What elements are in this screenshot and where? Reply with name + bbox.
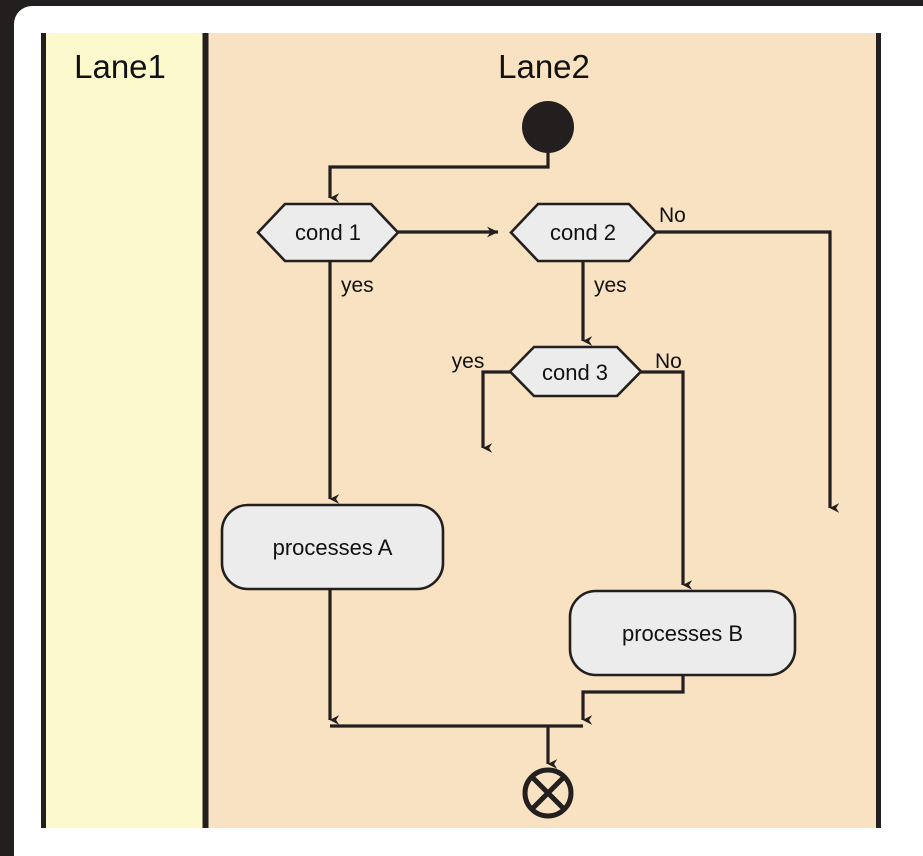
- cond1-shape: [256, 202, 400, 263]
- flow-final-cross-2: [530, 775, 566, 811]
- cond1-label: cond 1: [295, 220, 361, 245]
- decision-cond2[interactable]: cond 2: [509, 202, 658, 263]
- cond3-shape: [508, 345, 643, 398]
- lane1-title: Lane1: [74, 48, 166, 85]
- edge-processB-to-merge[interactable]: [581, 675, 685, 725]
- lane2-title: Lane2: [498, 48, 590, 85]
- edge-label-cond2-yes: yes: [594, 274, 627, 297]
- edge-label-cond1-yes: yes: [341, 274, 374, 297]
- cond2-shape: [509, 202, 658, 263]
- edge-label-cond3-no: No: [655, 350, 682, 373]
- processes-b-label: processes B: [622, 621, 743, 646]
- cond2-label: cond 2: [550, 220, 616, 245]
- action-processes-b[interactable]: processes B: [568, 589, 797, 677]
- edge-label-cond3-yes: yes: [452, 350, 485, 373]
- edge-cond3-yes[interactable]: [481, 370, 510, 453]
- initial-node[interactable]: [522, 101, 574, 153]
- processes-b-shape: [568, 589, 797, 677]
- edge-label-cond2-no: No: [659, 204, 686, 227]
- edges-group: [328, 153, 840, 769]
- edge-initial-to-cond1[interactable]: [328, 153, 550, 203]
- edge-labels-group: yes yes No yes No: [341, 204, 686, 373]
- decision-cond1[interactable]: cond 1: [256, 202, 400, 263]
- processes-a-shape: [220, 503, 445, 591]
- processes-a-label: processes A: [273, 535, 393, 560]
- flow-final-node[interactable]: [522, 767, 574, 819]
- lane-lane1[interactable]: Lane1: [41, 33, 208, 828]
- edge-cond2-no[interactable]: [656, 230, 840, 513]
- cond3-label: cond 3: [542, 360, 608, 385]
- lane1-background: [41, 33, 208, 828]
- nodes-group: cond 1 cond 2 cond 3 processes A process…: [220, 101, 797, 819]
- decision-cond3[interactable]: cond 3: [508, 345, 643, 398]
- edge-cond3-no-to-processB[interactable]: [641, 370, 693, 590]
- action-processes-a[interactable]: processes A: [220, 503, 445, 591]
- flow-final-circle: [522, 767, 574, 819]
